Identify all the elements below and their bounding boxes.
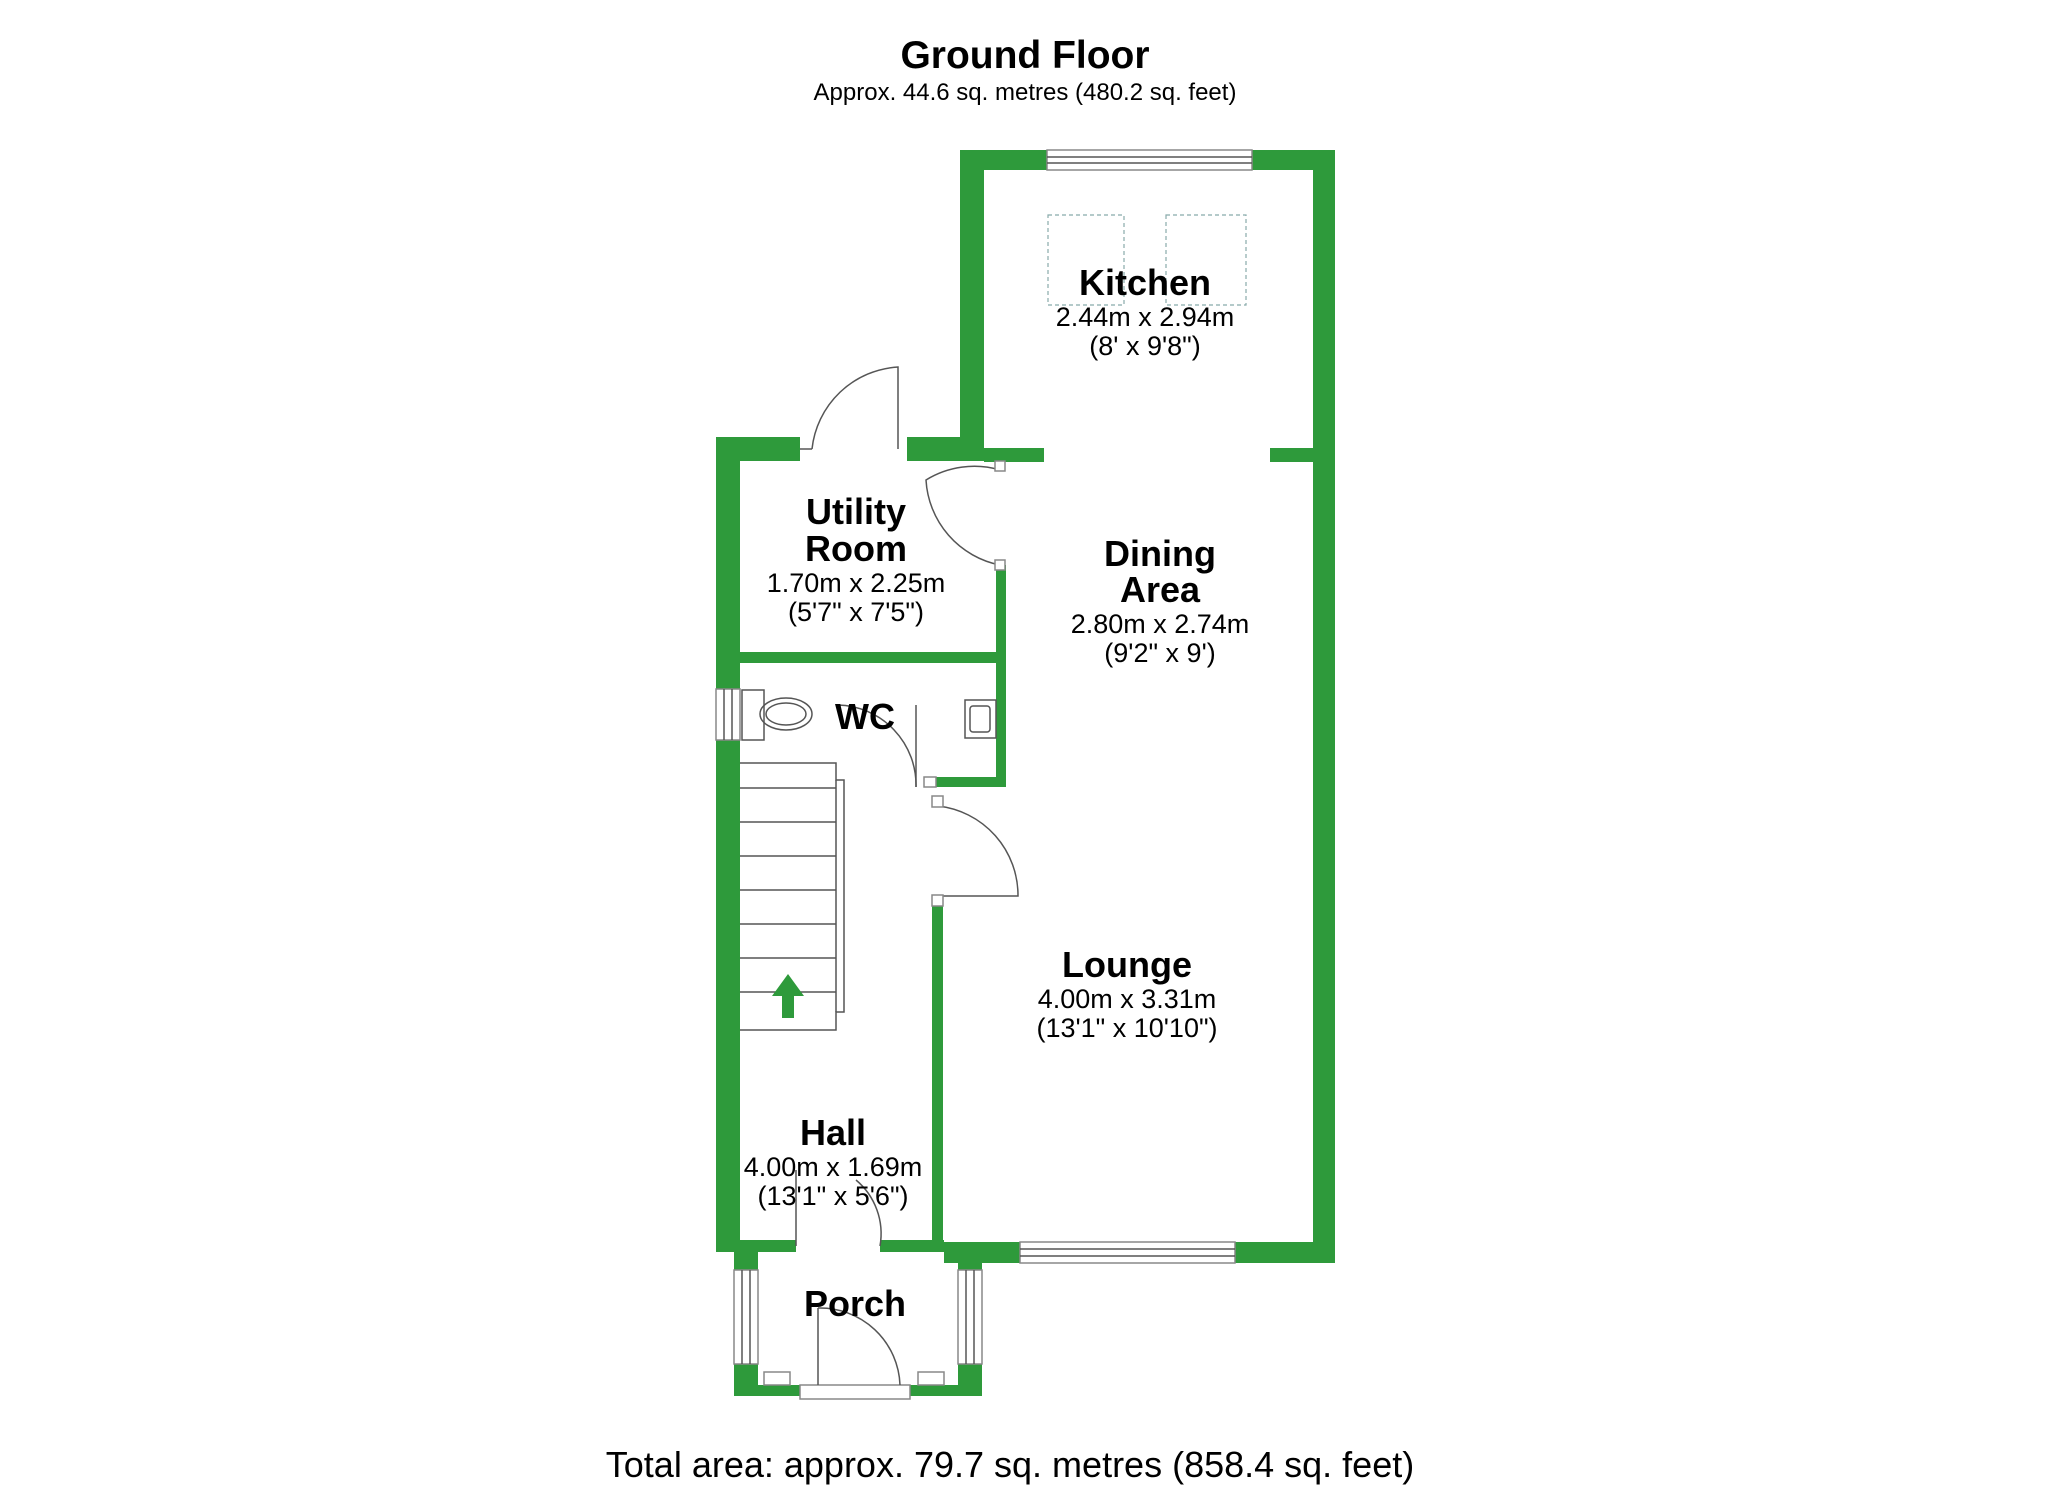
porch-vent-left [763, 1371, 791, 1386]
wall [716, 1240, 796, 1252]
porch-front-door [817, 1307, 901, 1386]
floor-title: Ground Floor [900, 34, 1149, 77]
porch-window-right [957, 1269, 983, 1365]
room-hall: Hall 4.00m x 1.69m (13'1" x 5'6") [744, 1112, 923, 1211]
wall [734, 1252, 758, 1270]
wall [1270, 448, 1313, 462]
wall [1313, 150, 1335, 1263]
kitchen-unit [1165, 214, 1247, 306]
wall [958, 1252, 982, 1270]
wall [910, 1385, 958, 1396]
wall [932, 905, 943, 1250]
kitchen-unit [1047, 214, 1125, 306]
room-name: Lounge [1062, 944, 1192, 985]
room-dimensions-imperial: (13'1" x 5'6") [757, 1181, 908, 1211]
room-name: Porch [804, 1283, 906, 1324]
room-dimensions-imperial: (13'1" x 10'10") [1036, 1013, 1217, 1043]
lounge-window [1019, 1241, 1236, 1264]
staircase [740, 762, 845, 1031]
wall [716, 437, 740, 689]
room-lounge: Lounge 4.00m x 3.31m (13'1" x 10'10") [1036, 944, 1217, 1043]
room-kitchen: Kitchen 2.44m x 2.94m (8' x 9'8") [1056, 262, 1235, 361]
wc-door [837, 704, 917, 788]
toilet-bowl-icon [759, 697, 813, 731]
wall [984, 448, 1044, 462]
room-dimensions-metric: 4.00m x 3.31m [1038, 984, 1217, 1014]
stair-up-arrow-icon [772, 974, 804, 1018]
porch-vent-right [917, 1371, 945, 1386]
total-area: Total area: approx. 79.7 sq. metres (858… [606, 1444, 1414, 1485]
wall [734, 1364, 758, 1396]
wall [740, 652, 1000, 663]
room-dimensions-metric: 1.70m x 2.25m [767, 568, 946, 598]
fixtures [740, 214, 1247, 1031]
wall [958, 1364, 982, 1396]
room-name: Room [805, 528, 907, 569]
wc-window [715, 688, 741, 741]
room-name: Area [1120, 569, 1201, 610]
room-dimensions-imperial: (9'2" x 9') [1104, 638, 1215, 668]
wall [936, 777, 1006, 787]
doors [795, 366, 1019, 1386]
porch-inner-door [795, 1170, 882, 1247]
floor-area-subtitle: Approx. 44.6 sq. metres (480.2 sq. feet) [814, 79, 1237, 106]
wall [758, 1385, 800, 1396]
wall [716, 740, 740, 1250]
utility-back-door [811, 366, 899, 450]
porch-door-threshold [799, 1384, 911, 1400]
basin-icon [964, 699, 997, 739]
room-name: Dining [1104, 533, 1216, 574]
room-dining-area: Dining Area 2.80m x 2.74m (9'2" x 9') [1071, 533, 1250, 668]
room-dimensions-metric: 2.44m x 2.94m [1056, 302, 1235, 332]
kitchen-window [1046, 149, 1253, 171]
wall [880, 1240, 944, 1252]
utility-door [925, 465, 1001, 566]
room-dimensions-metric: 2.80m x 2.74m [1071, 609, 1250, 639]
wall [907, 437, 984, 461]
room-name: Hall [800, 1112, 866, 1153]
room-wc: WC [835, 696, 895, 737]
lounge-door [937, 805, 1019, 897]
toilet-cistern [741, 689, 765, 741]
wall [996, 565, 1006, 787]
room-name: WC [835, 696, 895, 737]
wall [960, 150, 984, 448]
room-dimensions-metric: 4.00m x 1.69m [744, 1152, 923, 1182]
porch-window-left [733, 1269, 759, 1365]
room-dimensions-imperial: (8' x 9'8") [1089, 331, 1200, 361]
room-name: Utility [806, 491, 906, 532]
walls [716, 150, 1335, 1396]
windows [715, 149, 1253, 1400]
room-porch: Porch [804, 1283, 906, 1324]
room-utility: Utility Room 1.70m x 2.25m (5'7" x 7'5") [767, 491, 946, 627]
room-name: Kitchen [1079, 262, 1211, 303]
room-dimensions-imperial: (5'7" x 7'5") [788, 597, 924, 627]
wall [1235, 1242, 1335, 1263]
